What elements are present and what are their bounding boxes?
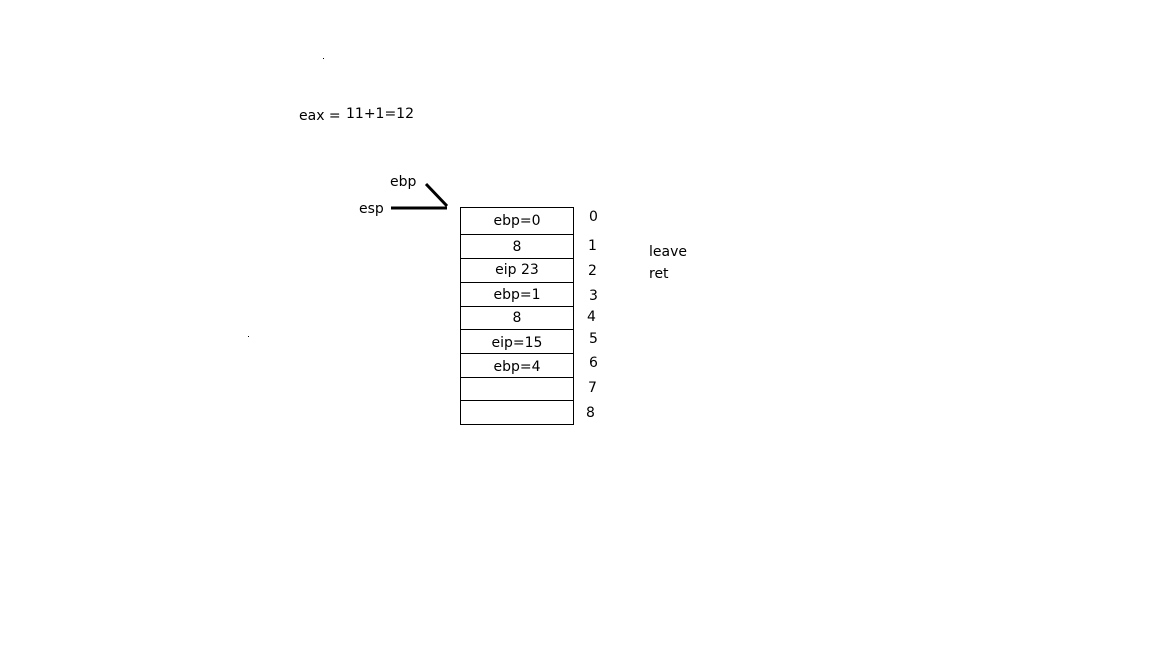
stack-cell: 8 bbox=[460, 306, 574, 330]
ebp-label: ebp bbox=[390, 174, 417, 190]
stack-cell: ebp=4 bbox=[460, 353, 574, 378]
eax-value: 11+1=12 bbox=[346, 106, 414, 122]
stray-dot bbox=[248, 336, 249, 337]
stack-cell: 8 bbox=[460, 234, 574, 259]
stack-cell bbox=[460, 400, 574, 425]
stack-cell: ebp=1 bbox=[460, 282, 574, 307]
ebp-pointer-line bbox=[424, 182, 449, 208]
stack-cell bbox=[460, 377, 574, 401]
stack-index: 1 bbox=[588, 238, 597, 254]
stack-index: 4 bbox=[587, 309, 596, 325]
instruction-leave: leave bbox=[649, 244, 687, 260]
stack-index: 7 bbox=[588, 380, 597, 396]
stack-index: 6 bbox=[589, 355, 598, 371]
stack-cell: ebp=0 bbox=[460, 207, 574, 235]
eax-label: eax = bbox=[299, 108, 341, 124]
stack-cell: eip 23 bbox=[460, 258, 574, 283]
stack-index: 8 bbox=[586, 405, 595, 421]
stack-index: 5 bbox=[589, 331, 598, 347]
stray-dot bbox=[323, 58, 324, 59]
stack-cell: eip=15 bbox=[460, 329, 574, 354]
instruction-ret: ret bbox=[649, 266, 669, 282]
stack-index: 2 bbox=[588, 263, 597, 279]
stack-index: 3 bbox=[589, 288, 598, 304]
stack-index: 0 bbox=[589, 209, 598, 225]
esp-label: esp bbox=[359, 201, 384, 217]
